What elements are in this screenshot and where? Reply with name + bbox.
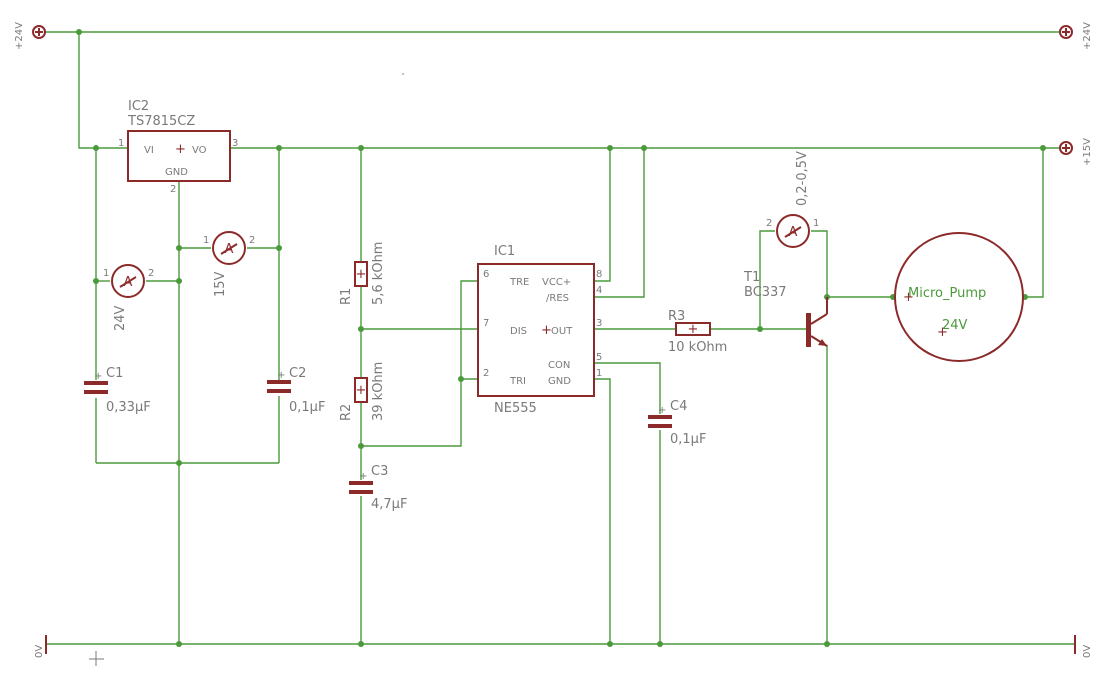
meter-15v-p2: 2 <box>249 235 255 246</box>
svg-text:+: + <box>937 325 948 340</box>
resistor-r1[interactable]: + R1 5,6 kOhm <box>339 242 386 305</box>
crosshair-cursor <box>89 651 104 666</box>
ic1-pin-dis: DIS <box>510 326 527 337</box>
meter-24v-p2: 2 <box>148 268 154 279</box>
meter-base-p2: 1 <box>813 218 819 229</box>
svg-text:+: + <box>359 471 367 482</box>
ic1-pin-res: /RES <box>546 293 569 304</box>
svg-text:+: + <box>356 383 367 398</box>
supply-24v-left-label: +24V <box>14 22 25 50</box>
junctions <box>76 29 1046 647</box>
stray-dot <box>402 73 404 75</box>
ic1-plus-marker: + <box>541 323 552 338</box>
ic1-p6: 6 <box>483 269 489 280</box>
svg-text:+: + <box>94 371 102 382</box>
supply-15v-label: +15V <box>1082 138 1093 166</box>
capacitor-c3[interactable]: + C3 4,7µF <box>349 464 407 512</box>
pump-name: Micro_Pump <box>908 286 986 301</box>
meter-15v[interactable]: A 1 2 15V <box>203 231 255 297</box>
resistor-r3[interactable]: + R3 10 kOhm <box>668 309 727 355</box>
ic2-pin1: 1 <box>118 138 124 149</box>
ic2-name: IC2 <box>128 99 149 114</box>
ic1-name: IC1 <box>494 244 515 259</box>
meter-24v[interactable]: A 1 2 24V <box>103 264 154 331</box>
ic2-value: TS7815CZ <box>127 114 195 129</box>
r3-value: 10 kOhm <box>668 340 727 355</box>
ic2-pin2: 2 <box>170 184 176 195</box>
c4-value: 0,1µF <box>670 432 706 447</box>
ic1-p1: 1 <box>596 368 602 379</box>
ground-right[interactable]: 0V <box>1074 635 1093 658</box>
capacitor-c1[interactable]: + C1 0,33µF <box>84 366 151 415</box>
meter-24v-label: 24V <box>113 305 128 331</box>
meter-15v-label: 15V <box>213 271 228 297</box>
c3-value: 4,7µF <box>371 497 407 512</box>
meter-base-p1: 2 <box>766 218 772 229</box>
meter-base-label: 0,2-0,5V <box>795 151 810 206</box>
svg-text:+: + <box>903 290 914 305</box>
c3-name: C3 <box>371 464 388 479</box>
resistor-r2[interactable]: + R2 39 kOhm <box>339 362 386 421</box>
micro-pump[interactable]: Micro_Pump 24V + + <box>894 232 1024 362</box>
ic1-p8: 8 <box>596 269 602 280</box>
supply-24v-left[interactable]: +24V <box>14 22 46 50</box>
svg-text:+: + <box>688 322 699 337</box>
ic1-pin-tre: TRE <box>509 277 529 288</box>
svg-text:+: + <box>277 370 285 381</box>
capacitor-c2[interactable]: + C2 0,1µF <box>267 366 325 415</box>
r3-name: R3 <box>668 309 685 324</box>
c2-value: 0,1µF <box>289 400 325 415</box>
c1-value: 0,33µF <box>106 400 151 415</box>
r2-value: 39 kOhm <box>371 362 386 421</box>
ground-left-label: 0V <box>34 645 45 658</box>
ic1-pin-tri: TRI <box>509 376 526 387</box>
supply-24v-right-label: +24V <box>1082 22 1093 50</box>
ic1-pin-out: OUT <box>551 326 573 337</box>
supply-24v-right[interactable]: +24V <box>1059 22 1093 50</box>
ic2-pin-vi: VI <box>144 145 154 156</box>
svg-text:+: + <box>356 267 367 282</box>
r1-name: R1 <box>339 288 354 305</box>
ic1-p5: 5 <box>596 352 602 363</box>
ic1-p7: 7 <box>483 318 489 329</box>
meter-24v-p1: 1 <box>103 268 109 279</box>
supply-15v[interactable]: +15V <box>1059 138 1093 166</box>
ic1-pin-gnd: GND <box>548 376 571 387</box>
ic2-regulator[interactable]: IC2 TS7815CZ VI VO GND 1 2 3 + <box>118 99 238 195</box>
ic1-p3: 3 <box>596 318 602 329</box>
ic2-pin3: 3 <box>232 138 238 149</box>
ic1-p4: 4 <box>596 285 602 296</box>
ic2-plus-marker: + <box>175 142 186 157</box>
ic1-ne555[interactable]: IC1 NE555 TRE VCC+ /RES DIS + OUT CON TR… <box>477 244 602 416</box>
t1-name: T1 <box>743 270 760 285</box>
ic1-p2: 2 <box>483 368 489 379</box>
r1-value: 5,6 kOhm <box>371 242 386 305</box>
c2-name: C2 <box>289 366 306 381</box>
meter-15v-p1: 1 <box>203 235 209 246</box>
ic1-pin-con: CON <box>548 360 570 371</box>
transistor-t1[interactable]: T1 BC337 <box>743 270 828 347</box>
svg-text:+: + <box>658 405 666 416</box>
ground-left[interactable]: 0V <box>34 635 47 658</box>
ic2-pin-gnd: GND <box>165 167 188 178</box>
t1-value: BC337 <box>744 285 787 300</box>
ground-right-label: 0V <box>1082 645 1093 658</box>
pump-value: 24V <box>942 318 968 333</box>
ic1-pin-vcc: VCC+ <box>542 277 571 288</box>
c4-name: C4 <box>670 399 687 414</box>
c1-name: C1 <box>106 366 123 381</box>
wires <box>46 31 1075 645</box>
capacitor-c4[interactable]: + C4 0,1µF <box>648 399 706 447</box>
ic1-value: NE555 <box>494 401 537 416</box>
meter-base[interactable]: A 2 1 0,2-0,5V <box>766 151 819 248</box>
r2-name: R2 <box>339 404 354 421</box>
ic2-pin-vo: VO <box>192 145 207 156</box>
